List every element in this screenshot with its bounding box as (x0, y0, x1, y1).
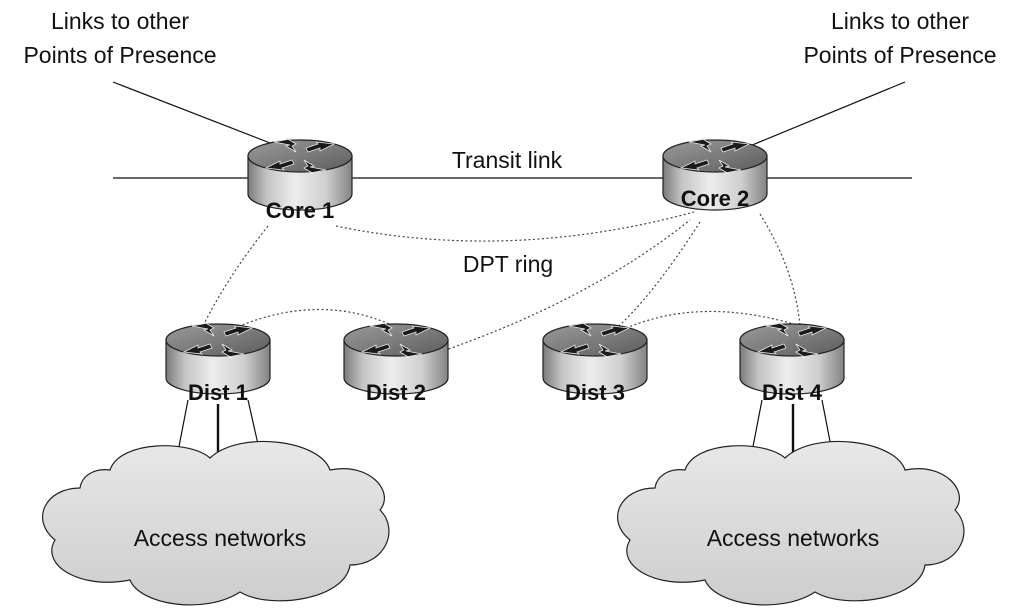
router-dist-2: Dist 2 (343, 321, 449, 405)
router-core-2: Core 2 (662, 137, 768, 211)
router-label-core-1: Core 1 (266, 198, 334, 223)
pop-label-right-line1: Links to other (831, 8, 969, 34)
cloud-label-right: Access networks (707, 525, 880, 551)
dpt-ring-label: DPT ring (463, 251, 553, 277)
router-dist-1: Dist 1 (165, 321, 271, 405)
dpt-ring-lines (199, 211, 801, 353)
pop-link-left (112, 81, 284, 149)
router-label-dist-1: Dist 1 (188, 380, 248, 405)
router-label-dist-2: Dist 2 (366, 380, 426, 405)
pop-label-left-line1: Links to other (51, 8, 189, 34)
router-dist-3: Dist 3 (542, 321, 648, 405)
router-label-dist-4: Dist 4 (762, 380, 823, 405)
transit-link-label: Transit link (452, 147, 563, 173)
router-label-core-2: Core 2 (681, 186, 749, 211)
access-cloud-left: Access networks (42, 440, 390, 606)
router-core-1: Core 1 (247, 137, 353, 223)
pop-label-left-line2: Points of Presence (23, 42, 216, 68)
pop-label-right-line2: Points of Presence (803, 42, 996, 68)
access-cloud-right: Access networks (617, 440, 965, 606)
router-dist-4: Dist 4 (739, 321, 845, 405)
pop-link-right (744, 81, 906, 149)
cloud-label-left: Access networks (134, 525, 307, 551)
router-label-dist-3: Dist 3 (565, 380, 625, 405)
